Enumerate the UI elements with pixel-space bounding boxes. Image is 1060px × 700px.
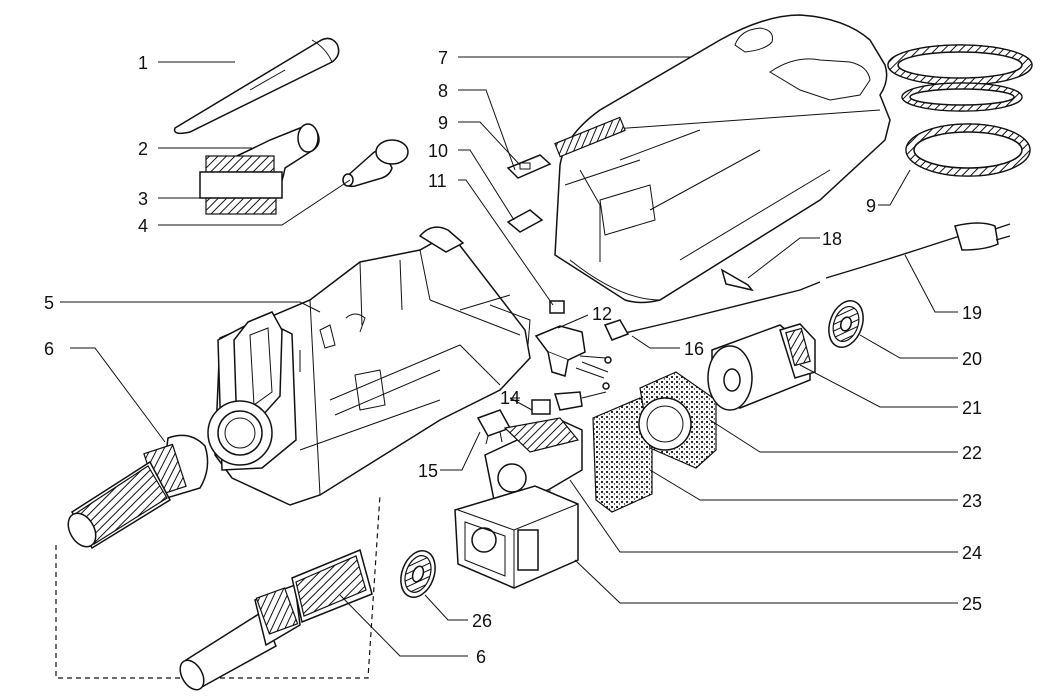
motor-bracket-part <box>484 417 583 521</box>
label-20: 20 <box>962 349 982 369</box>
label-19: 19 <box>962 303 982 323</box>
switch-terminal-part <box>476 409 512 445</box>
cord-clip-part <box>720 268 754 292</box>
motor-part <box>707 323 816 411</box>
label-6-lower: 6 <box>476 647 486 667</box>
callout-labels: 1 2 3 4 5 6 7 8 9 10 11 12 14 15 16 18 9… <box>44 48 982 667</box>
switch-assembly-part <box>534 325 612 390</box>
label-25: 25 <box>962 594 982 614</box>
label-14: 14 <box>500 388 520 408</box>
hose-upper-part <box>67 434 209 550</box>
label-24: 24 <box>962 543 982 563</box>
label-22: 22 <box>962 443 982 463</box>
label-9-left: 9 <box>438 113 448 133</box>
small-catch-part <box>549 300 565 314</box>
fan-part <box>400 550 436 598</box>
label-2: 2 <box>138 139 148 159</box>
base-box-part <box>454 485 579 589</box>
label-10: 10 <box>428 141 448 161</box>
label-16: 16 <box>684 339 704 359</box>
label-1: 1 <box>138 53 148 73</box>
impeller-part <box>828 300 864 348</box>
clip-part <box>506 209 544 233</box>
drive-belts-part <box>887 44 1033 177</box>
switch-cover-part <box>506 154 552 179</box>
label-5: 5 <box>44 293 54 313</box>
handle-housing-part <box>554 14 891 304</box>
label-4: 4 <box>138 216 148 236</box>
label-15: 15 <box>418 461 438 481</box>
crevice-tool-part <box>173 37 340 135</box>
label-7: 7 <box>438 48 448 68</box>
label-9-right: 9 <box>866 196 876 216</box>
label-12: 12 <box>592 304 612 324</box>
label-8: 8 <box>438 81 448 101</box>
label-23: 23 <box>962 491 982 511</box>
label-3: 3 <box>138 189 148 209</box>
filter-pad-part <box>592 397 653 513</box>
chassis-body-part <box>207 226 531 506</box>
label-18: 18 <box>822 229 842 249</box>
terminal-block-part <box>531 391 607 415</box>
motor-housing-part <box>638 371 717 469</box>
dusting-brush-part <box>342 139 409 188</box>
label-6-upper: 6 <box>44 339 54 359</box>
brush-insert-part <box>199 155 283 215</box>
power-cord-part <box>603 222 1011 341</box>
label-11: 11 <box>428 171 447 191</box>
label-26: 26 <box>472 611 492 631</box>
label-21: 21 <box>962 398 982 418</box>
hose-lower-part <box>179 548 373 691</box>
leader-lines <box>60 56 958 657</box>
